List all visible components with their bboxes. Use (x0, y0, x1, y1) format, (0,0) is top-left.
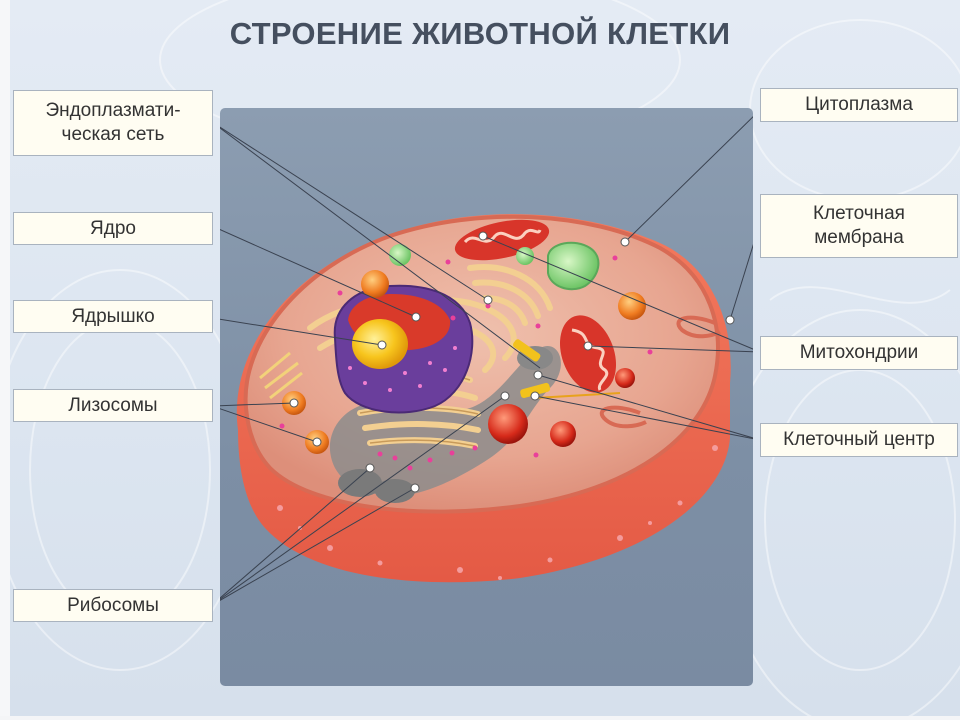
vesicle-green (389, 244, 411, 266)
label-er-line2: ческая сеть (61, 124, 165, 145)
label-lysosomes: Лизосомы (13, 389, 213, 422)
chromatin-dots (348, 346, 457, 392)
centrosome (513, 339, 621, 399)
lysosome (361, 270, 389, 298)
lysosome (618, 292, 646, 320)
label-mitochondria: Митохондрии (760, 336, 958, 370)
label-membrane-line2: мембрана (814, 227, 904, 248)
label-cell-membrane: Клеточная мембрана (760, 194, 958, 258)
membrane-fold-top (676, 315, 721, 339)
golgi-vesicle (338, 469, 382, 497)
label-membrane-line1: Клеточная (813, 203, 905, 224)
vesicle-red (550, 421, 576, 447)
mitochondrion-right (559, 315, 617, 393)
label-centrosome: Клеточный центр (760, 423, 958, 457)
label-nucleolus: Ядрышко (13, 300, 213, 333)
ribosome-dots (279, 255, 653, 471)
golgi-vesicle (375, 479, 415, 503)
label-cytoplasm: Цитоплазма (760, 88, 958, 122)
label-ribosomes: Рибосомы (13, 589, 213, 622)
pointer-dots (289, 231, 735, 493)
vesicle-red (615, 368, 635, 388)
page-title: СТРОЕНИЕ ЖИВОТНОЙ КЛЕТКИ (229, 16, 731, 51)
label-nucleus: Ядро (13, 212, 213, 245)
label-endoplasmic-reticulum: Эндоплазмати- ческая сеть (13, 90, 213, 156)
vacuole (547, 241, 600, 291)
frame-bottom-edge (0, 716, 960, 720)
golgi-apparatus (329, 346, 561, 497)
cytoskeleton-fibers (259, 351, 303, 400)
leader-lines (220, 116, 753, 601)
diagram-panel (220, 108, 753, 686)
animal-cell-illustration (220, 116, 753, 601)
membrane-fold-bottom (599, 405, 647, 429)
label-er-line1: Эндоплазмати- (45, 100, 181, 121)
frame-left-edge (0, 0, 10, 720)
vesicle-red (488, 404, 528, 444)
